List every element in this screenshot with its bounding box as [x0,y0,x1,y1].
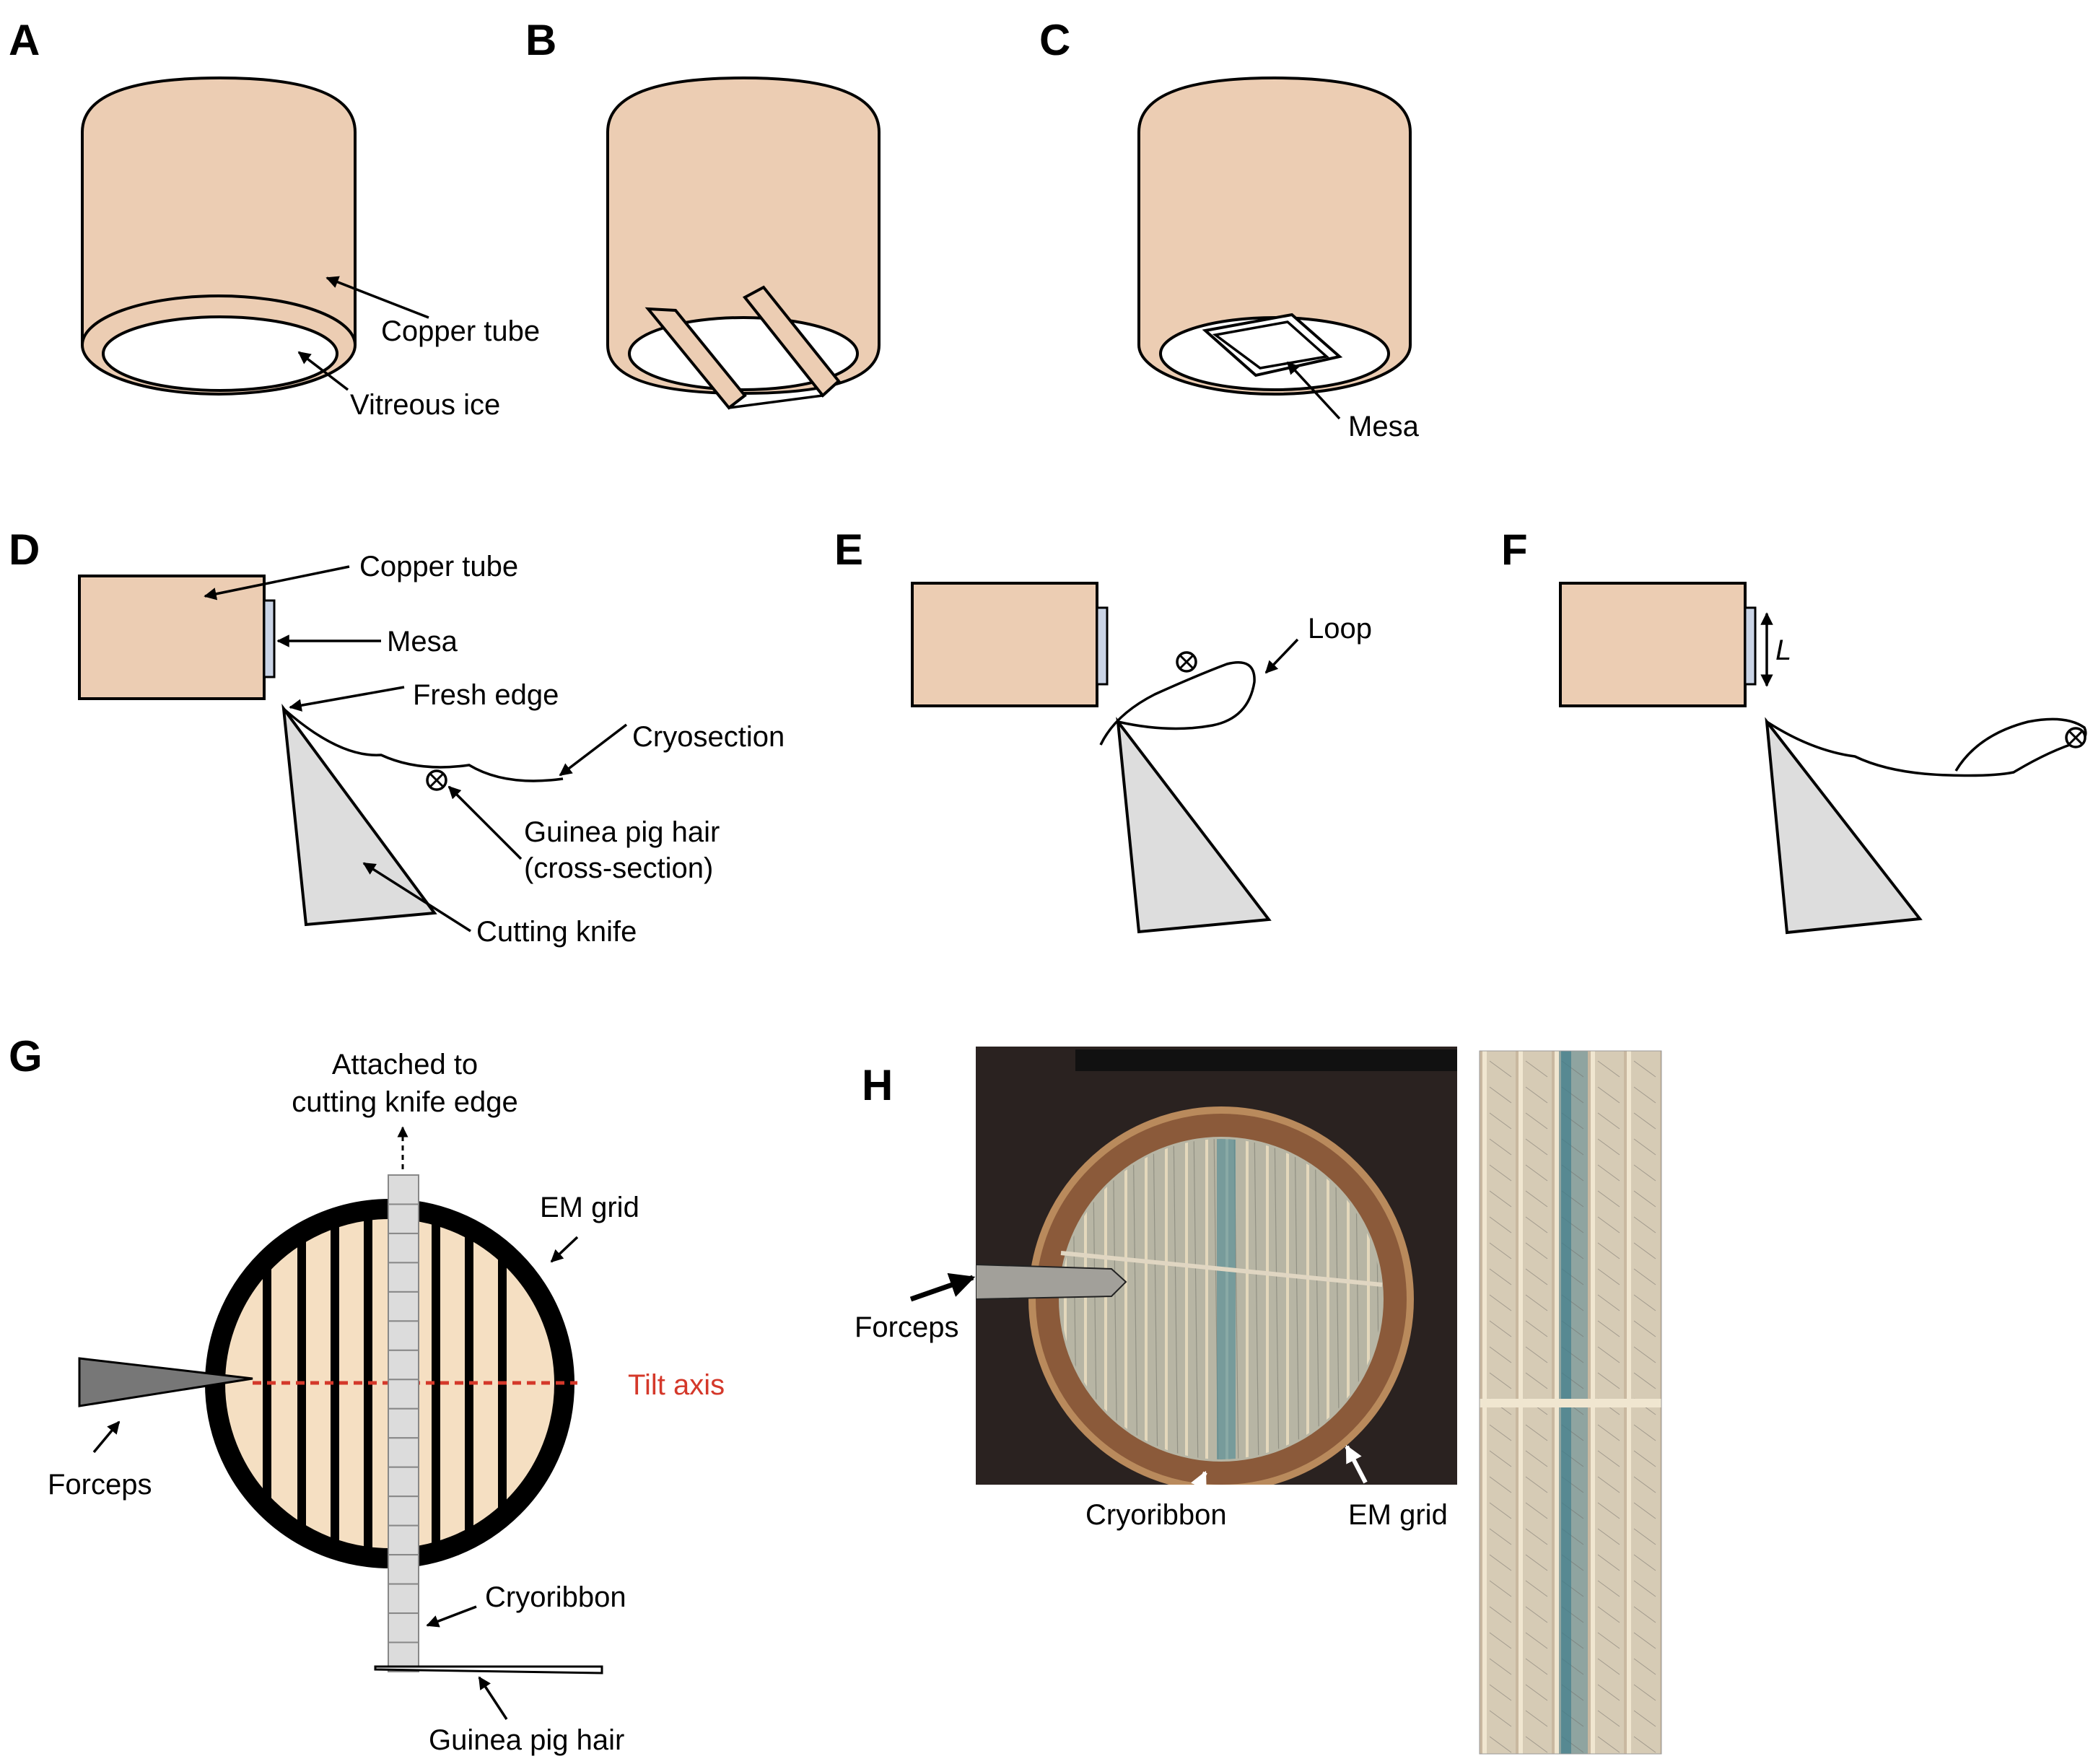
label-fresh-edge-d: Fresh edge [413,679,559,711]
label-mesa-d: Mesa [387,626,458,658]
label-hair-line2-d: (cross-section) [524,852,713,884]
label-tilt-axis: Tilt axis [628,1369,725,1401]
label-vitreous-ice-a: Vitreous ice [350,389,500,421]
arrow-copper-tube-a [325,276,429,319]
panel-h: H Forceps Cryoribbon EM grid [855,1047,1662,1755]
ribbon-segment [388,1466,419,1498]
copper-tube-b [606,76,881,410]
label-copper-tube-a: Copper tube [381,315,540,347]
label-cryosection-d: Cryosection [632,721,785,753]
ribbon-segment [388,1612,419,1643]
ribbon-segment [388,1379,419,1410]
label-mesa-c: Mesa [1348,411,1420,442]
label-hair-line1-d: Guinea pig hair [524,816,720,848]
arrow-em-grid-g [550,1236,579,1263]
ribbon-segment [388,1496,419,1527]
panel-f: F L [1501,525,2087,935]
panel-c: C Mesa [1039,16,1420,442]
arrow-loop-e [1264,638,1299,674]
mesa-d [263,599,276,678]
arrow-vitreous-ice-a [297,351,349,391]
label-cryoribbon-g: Cryoribbon [485,1581,626,1613]
panel-d: D Copper tube Mesa Fresh edge Cryosectio… [9,525,785,948]
ribbon-segment [388,1554,419,1585]
arrow-forceps-h [909,1272,976,1302]
grid-bar [432,1219,440,1548]
label-length-f: L [1775,634,1791,666]
arrow-cryosection-d [559,723,628,777]
cryosection-loop-f [1766,717,2087,777]
cutting-knife-e [1116,717,1272,934]
label-em-grid-h: EM grid [1348,1499,1448,1531]
vitreous-ice-a [102,315,338,392]
label-cutting-knife-d: Cutting knife [476,916,637,948]
arrow-cryoribbon-g [426,1605,477,1628]
loop-e [1099,661,1256,746]
panel-label-g: G [9,1032,43,1080]
mesa-e [1096,606,1109,686]
mesa-f [1744,606,1757,686]
ribbon-segment [388,1349,419,1381]
panel-g: G Attached to cutting knife edge EM grid… [9,1032,725,1756]
copper-tube-c [1137,76,1412,396]
hair-cross-section-d [426,769,447,791]
arrow-cryoribbon-h [1181,1470,1207,1520]
copper-tube-a [81,76,357,396]
label-attached-line1-g: Attached to [332,1049,478,1080]
copper-tube-f [1559,582,1747,707]
forceps-g [78,1357,253,1407]
arrow-em-grid-h [1345,1444,1368,1484]
label-forceps-h: Forceps [855,1311,959,1343]
label-copper-tube-d: Copper tube [359,551,518,582]
label-forceps-g: Forceps [48,1469,152,1501]
copper-tube-e [911,582,1098,707]
label-cryoribbon-h: Cryoribbon [1085,1499,1227,1531]
hair-cross-section-f [2065,727,2087,748]
panel-e: E Loop [834,525,1372,934]
ribbon-segment [388,1437,419,1468]
hair-cross-section-e [1176,651,1197,673]
micrograph-photo [976,1047,1457,1485]
panel-label-d: D [9,525,40,574]
cryoribbon-g [388,1174,419,1672]
ribbon-segment [388,1320,419,1351]
ribbon-segment [388,1291,419,1322]
ribbon-segment [388,1262,419,1293]
label-attached-line2-g: cutting knife edge [292,1086,518,1118]
label-loop-e: Loop [1308,613,1372,645]
arrow-mesa-c [1286,361,1341,420]
micrograph-zoom [1479,1050,1662,1755]
panel-label-c: C [1039,16,1070,64]
guinea-pig-hair-g [374,1665,603,1675]
panel-label-e: E [834,525,863,574]
ribbon-segment [388,1407,419,1439]
panel-label-b: B [525,16,556,64]
ribbon-segment [388,1203,419,1234]
ribbon-segment [388,1583,419,1615]
label-em-grid-g: EM grid [540,1192,639,1223]
label-guinea-pig-hair-g: Guinea pig hair [429,1724,624,1756]
ribbon-segment [388,1524,419,1556]
cutting-knife-f [1765,717,1923,935]
ribbon-segment [388,1174,419,1205]
panel-a: A Copper tube Vitreous ice [9,16,540,421]
grid-bar [331,1222,339,1545]
panel-label-a: A [9,16,40,64]
cutting-knife-d [281,703,437,927]
arrow-cutting-knife-d [362,862,471,933]
arrow-guinea-pig-hair-g [478,1676,508,1720]
panel-label-h: H [862,1061,893,1109]
arrow-hair-d [447,785,523,860]
panel-label-f: F [1501,525,1528,574]
arrow-fresh-edge-d [289,686,405,712]
ribbon-segment [388,1232,419,1264]
copper-tube-d [78,575,266,700]
arrow-copper-tube-d [204,565,350,601]
arrow-forceps-g [92,1420,121,1454]
panel-b: B [525,16,881,410]
cryosection-d [282,707,564,782]
